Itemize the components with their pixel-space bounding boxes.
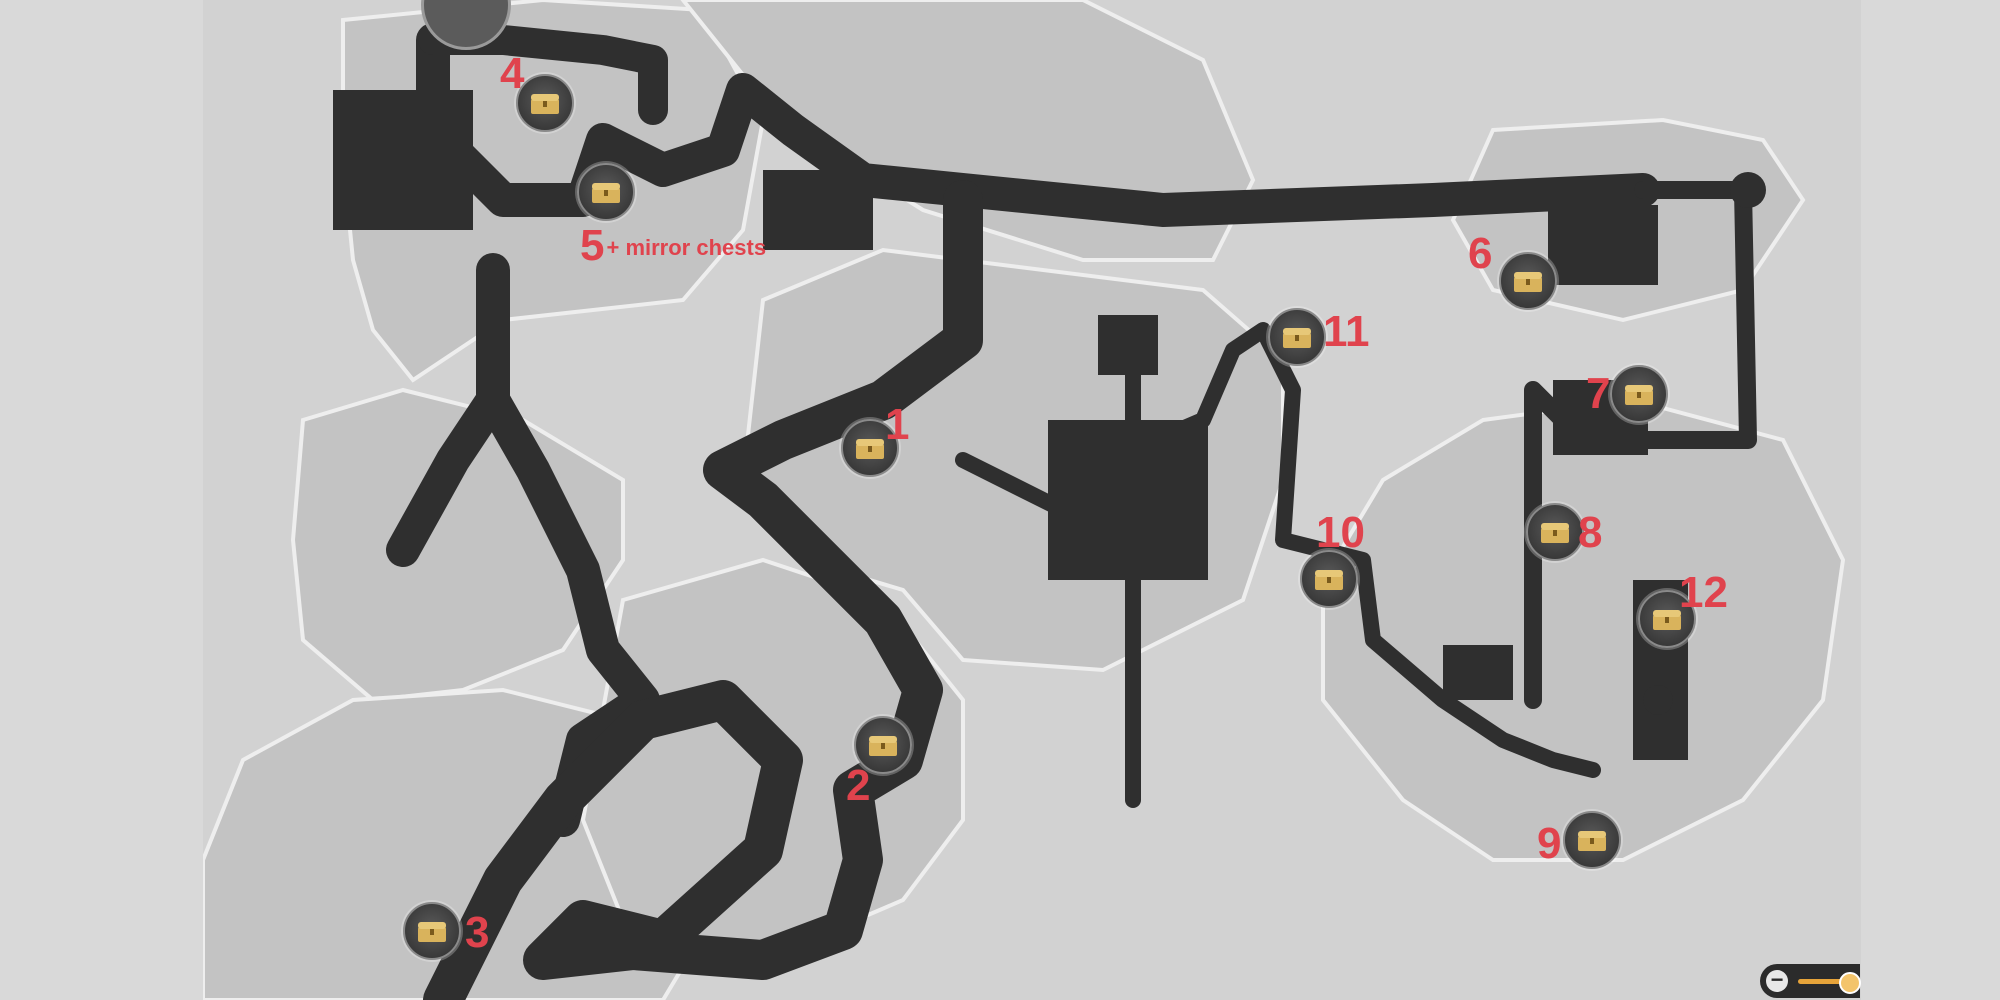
marker-label-6: 6 [1468,229,1493,278]
treasure-chest-icon [1625,385,1653,405]
treasure-chest-icon [531,94,559,114]
north-building [763,170,873,250]
zoom-out-button[interactable]: − [1766,969,1788,992]
marker-number-5: 5 [580,221,605,270]
center-tower [1098,315,1158,375]
northwest-building [333,90,473,230]
marker-label-2: 2 [846,761,871,810]
chest-marker-3[interactable] [403,902,461,960]
treasure-chest-icon [1578,831,1606,851]
southeast-node [1643,685,1673,715]
chest-marker-9[interactable] [1563,811,1621,869]
chest-marker-6[interactable] [1499,252,1557,310]
east-building-top [1548,205,1658,285]
treasure-chest-icon [592,183,620,203]
treasure-chest-icon [1653,610,1681,630]
treasure-chest-icon [1541,523,1569,543]
chest-marker-4[interactable] [516,74,574,132]
marker-label-1: 1 [885,400,910,449]
path-south-loop [423,180,983,1000]
marker-label-10: 10 [1316,508,1365,557]
zoom-control: − [1760,964,1861,998]
center-plaza [1048,420,1208,580]
treasure-chest-icon [1315,570,1343,590]
chest-marker-1[interactable] [841,419,899,477]
marker-note-5: + mirror chests [606,235,767,261]
marker-label-11: 11 [1323,307,1370,356]
marker-label-5: 5+ mirror chests [580,224,766,268]
chest-marker-2[interactable] [854,716,912,774]
marker-label-4: 4 [500,49,525,98]
chest-marker-12[interactable] [1638,590,1696,648]
right-letterbox [1861,0,2000,1000]
chest-marker-11[interactable] [1268,308,1326,366]
map-terrain [203,0,1846,1000]
marker-label-12: 12 [1679,568,1728,617]
chest-marker-5[interactable] [577,163,635,221]
east-tower-node [1730,172,1766,208]
marker-label-3: 3 [465,908,490,957]
zoom-slider-track[interactable] [1798,979,1848,984]
marker-label-7: 7 [1586,369,1611,418]
chest-marker-7[interactable] [1610,365,1668,423]
southeast-building [1443,645,1513,700]
marker-label-9: 9 [1537,819,1562,868]
chest-marker-8[interactable] [1526,503,1584,561]
treasure-chest-icon [869,736,897,756]
chest-marker-10[interactable] [1300,550,1358,608]
terrain-southeast [1321,397,1846,862]
marker-label-8: 8 [1578,508,1603,557]
treasure-chest-icon [1283,328,1311,348]
treasure-chest-icon [856,439,884,459]
path-north-loop [416,23,1660,227]
treasure-chest-icon [418,922,446,942]
left-letterbox [0,0,203,1000]
path-west-descent [386,253,660,837]
zoom-slider-handle[interactable] [1839,972,1861,994]
map-view[interactable]: 1 2 3 4 5+ mirror chests 6 7 8 9 10 11 1… [203,0,1861,1000]
treasure-chest-icon [1514,272,1542,292]
